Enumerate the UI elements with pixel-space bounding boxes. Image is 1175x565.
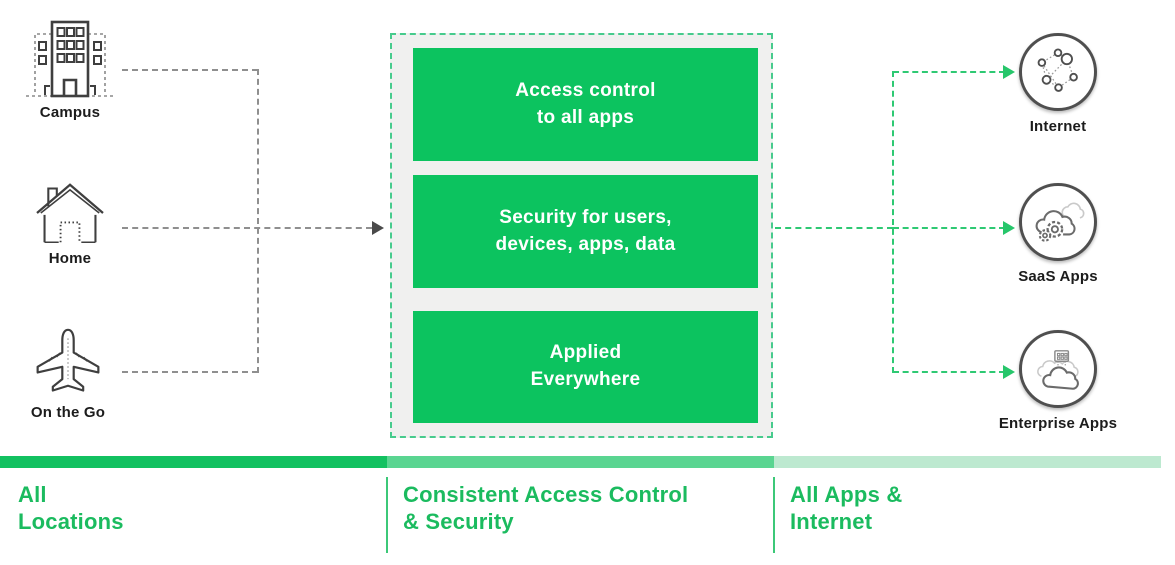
internet-network-icon [1037, 48, 1078, 92]
footer-divider-1 [386, 477, 388, 553]
saas-circle [1019, 183, 1097, 261]
dashed-connector-campus [122, 69, 258, 71]
enterprise-apps-icon [1037, 350, 1079, 390]
arrowhead-enterprise-icon [1003, 365, 1015, 379]
enterprise-circle [1019, 330, 1097, 408]
source-label-campus: Campus [39, 104, 101, 121]
dashed-connector-split [892, 71, 894, 373]
arrowhead-into-pipeline-icon [372, 221, 384, 235]
destination-label-internet: Internet [1029, 118, 1087, 135]
source-home: Home [28, 180, 112, 267]
source-campus: Campus [22, 18, 118, 121]
destination-label-enterprise-apps: Enterprise Apps [998, 415, 1118, 432]
footer-divider-2 [773, 477, 775, 553]
source-on-the-go: On the Go [22, 326, 114, 421]
dashed-connector-home [122, 227, 372, 229]
footer-bar-segment-apps [774, 456, 1161, 468]
destination-internet: Internet [988, 33, 1128, 135]
source-label-on-the-go: On the Go [30, 404, 106, 421]
footer-label-all-apps-internet: All Apps & Internet [790, 482, 903, 534]
arrowhead-saas-icon [1003, 221, 1015, 235]
footer-bar-segment-security [387, 456, 774, 468]
footer-bar-segment-locations [0, 456, 387, 468]
destination-enterprise-apps: Enterprise Apps [988, 330, 1128, 432]
campus-building-icon [26, 20, 114, 98]
dashed-connector-on-the-go [122, 371, 258, 373]
pipeline-box-security: Security for users, devices, apps, data [413, 175, 758, 288]
home-icon [36, 183, 104, 243]
dashed-connector-enterprise [893, 371, 1005, 373]
pipeline-box-applied-everywhere: Applied Everywhere [413, 311, 758, 423]
saas-apps-icon [1035, 202, 1085, 242]
dashed-connector-merge [257, 69, 259, 373]
dashed-connector-internet [893, 71, 1005, 73]
airplane-icon [36, 328, 100, 392]
dashed-connector-pipeline-out [775, 227, 893, 229]
dashed-connector-saas [893, 227, 1005, 229]
internet-circle [1019, 33, 1097, 111]
destination-saas-apps: SaaS Apps [988, 183, 1128, 285]
pipeline-box-access-control: Access control to all apps [413, 48, 758, 161]
destination-label-saas-apps: SaaS Apps [1018, 268, 1098, 285]
footer-label-consistent-access: Consistent Access Control & Security [403, 482, 689, 534]
source-label-home: Home [48, 250, 92, 267]
footer-label-all-locations: All Locations [18, 482, 124, 534]
arrowhead-internet-icon [1003, 65, 1015, 79]
